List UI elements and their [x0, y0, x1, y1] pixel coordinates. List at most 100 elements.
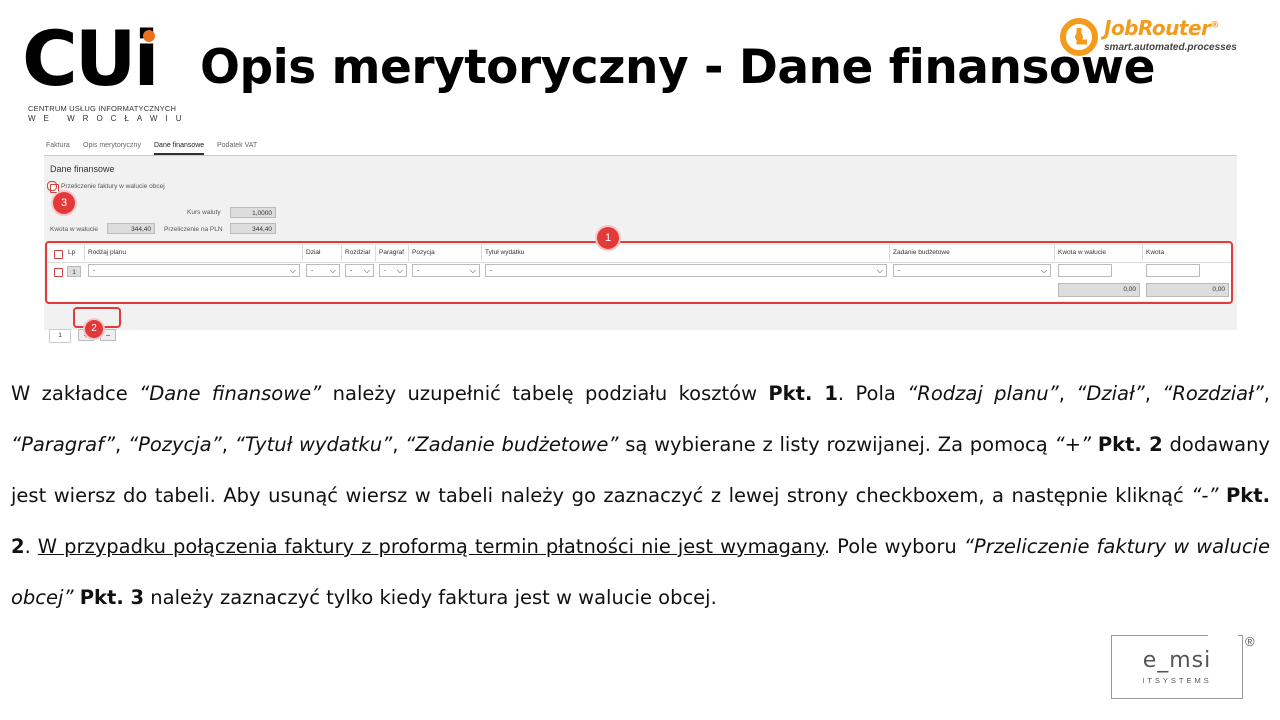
description-paragraph: W zakładce “Dane finansowe” należy uzupe…: [11, 368, 1270, 623]
header-pozycja: Pozycja: [409, 245, 482, 261]
sum-kwota: 0,00: [1146, 283, 1229, 297]
dane-finansowe-panel: Dane finansowe Przeliczenie faktury w wa…: [44, 156, 1237, 343]
kurs-field[interactable]: 1,0000: [230, 207, 276, 218]
row-checkbox[interactable]: [54, 268, 63, 277]
text-bold: Pkt. 3: [79, 586, 145, 609]
select-rodzaj-planu[interactable]: -⌵: [88, 264, 300, 277]
emsi-logo-gap: [1208, 634, 1238, 638]
text: należy uzupełnić tabelę podziału kosztów: [321, 382, 769, 405]
highlight-table: [45, 241, 1233, 304]
text: ,: [1144, 382, 1163, 405]
emsi-reg: ®: [1245, 634, 1255, 649]
text: . Pole wyboru: [823, 535, 964, 558]
text-italic: “Tytuł wydatku”: [234, 433, 393, 456]
tab-opis-merytoryczny[interactable]: Opis merytoryczny: [83, 142, 141, 149]
select-value: -: [490, 267, 493, 274]
chevron-down-icon: ⌵: [329, 266, 336, 275]
page-title: Opis merytoryczny - Dane finansowe: [200, 40, 1156, 95]
header-dzial: Dział: [303, 245, 342, 261]
chevron-down-icon: ⌵: [876, 266, 883, 275]
marker-1: 1: [597, 227, 619, 249]
text: ,: [1058, 382, 1077, 405]
text-italic: “Dane finansowe”: [139, 382, 322, 405]
kwota-waluta-label: Kwota w walucie: [50, 226, 99, 233]
header-paragraf: Paragraf: [376, 245, 409, 261]
row-number: 1: [67, 266, 81, 277]
kurs-label: Kurs waluty: [187, 209, 221, 216]
header-kwota: Kwota: [1146, 249, 1165, 256]
text-italic: “Rodzaj planu”: [907, 382, 1059, 405]
text: [1091, 433, 1098, 456]
text-italic: “Dział”: [1076, 382, 1145, 405]
text-bold: Pkt. 2: [1097, 433, 1163, 456]
cost-split-table: Lp Rodzaj planu Dział Rozdział Paragraf …: [48, 245, 1232, 301]
header-tytul-wydatku: Tytuł wydatku: [482, 245, 890, 261]
text-italic: “Rozdział”: [1162, 382, 1264, 405]
chevron-down-icon: ⌵: [289, 266, 296, 275]
select-zadanie-budzetowe[interactable]: -⌵: [893, 264, 1051, 277]
text: są wybierane z listy rozwijanej. Za pomo…: [618, 433, 1055, 456]
text: ,: [392, 433, 406, 456]
select-value: -: [350, 267, 353, 274]
jobrouter-logo: JobRouter® smart.automated.processes: [1060, 16, 1260, 60]
text-italic: “Zadanie budżetowe”: [405, 433, 619, 456]
tab-bar: Faktura Opis merytoryczny Dane finansowe…: [44, 137, 1237, 156]
chevron-down-icon: ⌵: [1040, 266, 1047, 275]
sum-kwota-w-walucie: 0,00: [1058, 283, 1140, 297]
header-rozdzial: Rozdział: [342, 245, 376, 261]
select-pozycja[interactable]: -⌵: [412, 264, 480, 277]
select-paragraf[interactable]: -⌵: [379, 264, 407, 277]
select-rozdzial[interactable]: -⌵: [345, 264, 374, 277]
pln-field[interactable]: 344,40: [230, 223, 276, 234]
emsi-logo-name: e_msi: [1142, 648, 1212, 673]
jobrouter-icon: [1060, 18, 1098, 56]
text-italic: “-”: [1191, 484, 1219, 507]
input-kwota-w-walucie[interactable]: [1058, 264, 1112, 277]
tab-faktura[interactable]: Faktura: [46, 142, 70, 149]
text-italic: “Przeliczenie faktury w walucie obcej”: [11, 535, 1270, 609]
text-bold: Pkt. 1: [768, 382, 838, 405]
chevron-down-icon: ⌵: [363, 266, 370, 275]
tab-podatek-vat[interactable]: Podatek VAT: [217, 142, 258, 149]
text: .: [24, 535, 38, 558]
jobrouter-tagline: smart.automated.processes: [1104, 42, 1237, 53]
cui-logo: CUi CENTRUM USŁUG INFORMATYCZNYCH WE WRO…: [22, 14, 181, 127]
text-italic: “+”: [1054, 433, 1092, 456]
select-value: -: [417, 267, 420, 274]
input-kwota[interactable]: [1146, 264, 1200, 277]
select-value: -: [93, 267, 96, 274]
header-zadanie-budzetowe: Zadanie budżetowe: [890, 245, 1055, 261]
tab-dane-finansowe[interactable]: Dane finansowe: [154, 142, 205, 155]
app-screenshot: Faktura Opis merytoryczny Dane finansowe…: [44, 137, 1237, 343]
select-value: -: [311, 267, 314, 274]
chevron-down-icon: ⌵: [396, 266, 403, 275]
text: dodawany jest wiersz do tabeli. Aby usun…: [11, 433, 1270, 507]
section-title: Dane finansowe: [50, 164, 115, 174]
emsi-logo: e_msi ITSYSTEMS: [1111, 634, 1243, 699]
select-dzial[interactable]: -⌵: [306, 264, 340, 277]
select-tytul-wydatku[interactable]: -⌵: [485, 264, 887, 277]
highlight-conversion-checkbox: [47, 181, 57, 191]
text: [1218, 484, 1226, 507]
text: należy zaznaczyć tylko kiedy faktura jes…: [144, 586, 717, 609]
header-kwota-w-walucie: Kwota w walucie: [1055, 245, 1143, 261]
row-count-field[interactable]: 1: [49, 329, 71, 343]
text: ,: [1263, 382, 1270, 405]
kwota-waluta-field[interactable]: 344,40: [107, 223, 155, 234]
marker-2: 2: [85, 320, 103, 338]
table-row: [48, 262, 1232, 281]
text-underlined: W przypadku połączenia faktury z proform…: [37, 535, 824, 558]
cui-logo-line1: CENTRUM USŁUG INFORMATYCZNYCH: [28, 104, 177, 113]
select-value: -: [898, 267, 901, 274]
header-lp: Lp: [65, 245, 85, 261]
chevron-down-icon: ⌵: [469, 266, 476, 275]
jobrouter-reg: ®: [1210, 20, 1219, 31]
conversion-checkbox-label: Przeliczenie faktury w walucie obcej: [61, 183, 165, 190]
text-italic: “Paragraf”: [11, 433, 115, 456]
jobrouter-name: JobRouter: [1104, 16, 1211, 40]
pln-label: Przeliczenie na PLN: [164, 226, 223, 233]
select-all-checkbox[interactable]: [54, 250, 63, 259]
cui-logo-letters: CUi: [22, 14, 160, 103]
text-italic: “Pozycja”: [127, 433, 222, 456]
header-rodzaj-planu: Rodzaj planu: [85, 245, 303, 261]
